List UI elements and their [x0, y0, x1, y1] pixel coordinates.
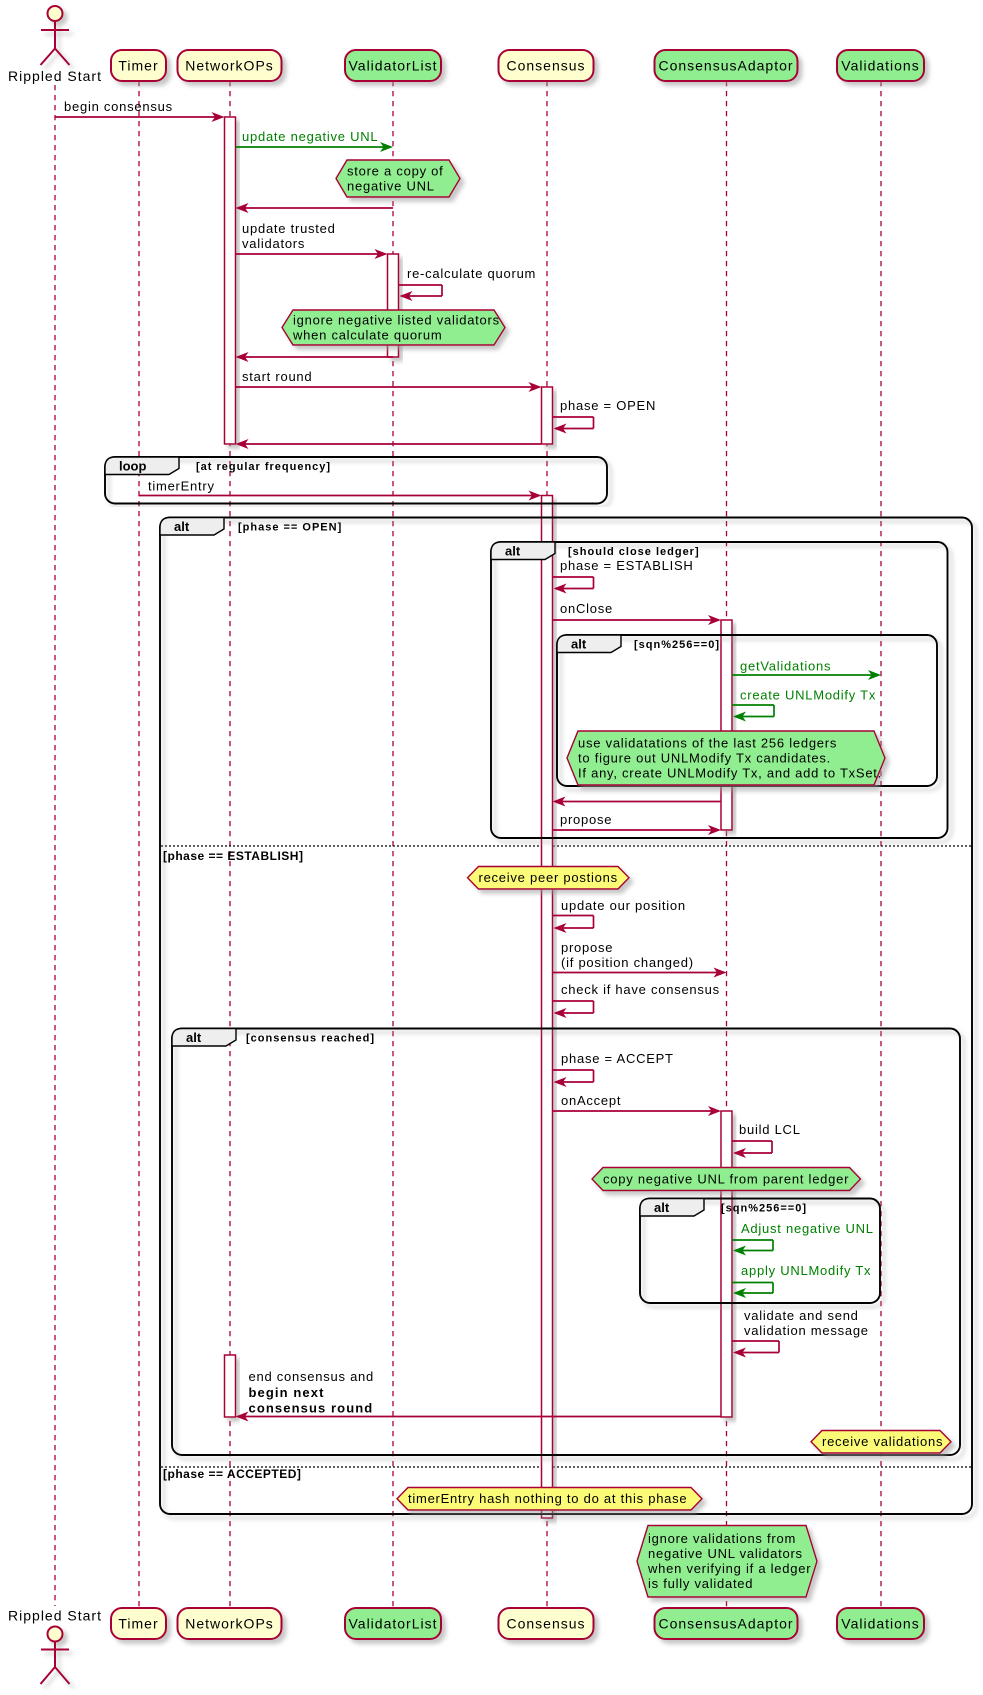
svg-text:Rippled Start: Rippled Start [8, 68, 102, 84]
svg-text:Validations: Validations [841, 58, 919, 74]
svg-text:ConsensusAdaptor: ConsensusAdaptor [658, 58, 793, 74]
svg-text:validators: validators [242, 236, 305, 251]
svg-text:phase = ACCEPT: phase = ACCEPT [561, 1051, 674, 1066]
svg-text:NetworkOPs: NetworkOPs [185, 1616, 274, 1632]
svg-text:copy negative UNL from parent: copy negative UNL from parent ledger [603, 1171, 849, 1186]
svg-text:begin consensus: begin consensus [64, 99, 173, 114]
svg-text:apply UNLModify Tx: apply UNLModify Tx [741, 1263, 871, 1278]
svg-text:when calculate quorum: when calculate quorum [292, 327, 442, 342]
svg-text:ValidatorList: ValidatorList [348, 1616, 437, 1632]
svg-text:Timer: Timer [118, 58, 158, 74]
svg-text:timerEntry hash nothing to do: timerEntry hash nothing to do at this ph… [408, 1491, 687, 1506]
svg-text:ValidatorList: ValidatorList [348, 58, 437, 74]
svg-text:receive validations: receive validations [822, 1434, 943, 1449]
svg-text:If any, create UNLModify Tx, a: If any, create UNLModify Tx, and add to … [578, 765, 882, 780]
svg-text:negative UNL validators: negative UNL validators [648, 1546, 803, 1561]
svg-text:build LCL: build LCL [739, 1122, 801, 1137]
svg-text:Validations: Validations [841, 1616, 919, 1632]
svg-text:end consensus and: end consensus and [249, 1369, 375, 1384]
svg-text:NetworkOPs: NetworkOPs [185, 58, 274, 74]
svg-text:getValidations: getValidations [740, 659, 831, 674]
svg-text:alt: alt [186, 1030, 202, 1045]
svg-text:update negative UNL: update negative UNL [242, 129, 378, 144]
svg-text:use validatations of the last: use validatations of the last 256 ledger… [578, 735, 837, 750]
svg-text:ignore validations from: ignore validations from [648, 1531, 796, 1546]
svg-text:[consensus reached]: [consensus reached] [246, 1033, 375, 1045]
svg-text:alt: alt [174, 519, 190, 534]
svg-text:[phase == ACCEPTED]: [phase == ACCEPTED] [163, 1467, 301, 1481]
svg-text:update trusted: update trusted [242, 221, 336, 236]
svg-text:receive peer postions: receive peer postions [479, 870, 618, 885]
svg-text:phase = ESTABLISH: phase = ESTABLISH [560, 558, 694, 573]
svg-text:[sqn%256==0]: [sqn%256==0] [634, 639, 720, 651]
svg-text:negative UNL: negative UNL [347, 178, 435, 193]
svg-text:ConsensusAdaptor: ConsensusAdaptor [658, 1616, 793, 1632]
svg-text:alt: alt [505, 544, 521, 559]
svg-text:store a copy of: store a copy of [347, 163, 444, 178]
svg-text:update our position: update our position [561, 898, 686, 913]
svg-text:propose: propose [561, 940, 613, 955]
svg-text:alt: alt [571, 637, 587, 652]
svg-text:begin next: begin next [249, 1385, 325, 1400]
svg-text:consensus round: consensus round [249, 1401, 374, 1416]
svg-text:Rippled Start: Rippled Start [8, 1608, 102, 1624]
svg-text:Consensus: Consensus [506, 1616, 585, 1632]
svg-text:propose: propose [560, 812, 612, 827]
svg-text:start round: start round [242, 369, 312, 384]
svg-text:[at regular frequency]: [at regular frequency] [196, 461, 331, 473]
svg-text:[should close ledger]: [should close ledger] [568, 546, 700, 558]
svg-text:re-calculate quorum: re-calculate quorum [407, 266, 536, 281]
svg-text:is fully validated: is fully validated [648, 1576, 753, 1591]
svg-text:Consensus: Consensus [506, 58, 585, 74]
svg-text:onAccept: onAccept [561, 1093, 621, 1108]
svg-text:[phase == OPEN]: [phase == OPEN] [238, 522, 342, 534]
svg-text:check if have consensus: check if have consensus [561, 982, 720, 997]
svg-text:timerEntry: timerEntry [148, 479, 215, 494]
svg-text:to figure out UNLModify Tx can: to figure out UNLModify Tx candidates. [578, 750, 831, 765]
svg-text:Timer: Timer [118, 1616, 158, 1632]
svg-text:Adjust negative UNL: Adjust negative UNL [741, 1221, 874, 1236]
svg-text:[sqn%256==0]: [sqn%256==0] [721, 1203, 807, 1215]
svg-text:when verifying if a ledger: when verifying if a ledger [647, 1561, 811, 1576]
svg-text:onClose: onClose [560, 601, 613, 616]
svg-text:loop: loop [119, 459, 146, 474]
svg-text:create UNLModify Tx: create UNLModify Tx [740, 688, 876, 703]
svg-text:alt: alt [654, 1200, 670, 1215]
svg-text:validation message: validation message [744, 1323, 869, 1338]
svg-text:validate and send: validate and send [744, 1308, 859, 1323]
svg-text:[phase == ESTABLISH]: [phase == ESTABLISH] [163, 849, 303, 863]
svg-text:ignore negative listed validat: ignore negative listed validators [293, 312, 500, 327]
svg-text:phase = OPEN: phase = OPEN [560, 398, 656, 413]
svg-text:(if position changed): (if position changed) [561, 955, 694, 970]
